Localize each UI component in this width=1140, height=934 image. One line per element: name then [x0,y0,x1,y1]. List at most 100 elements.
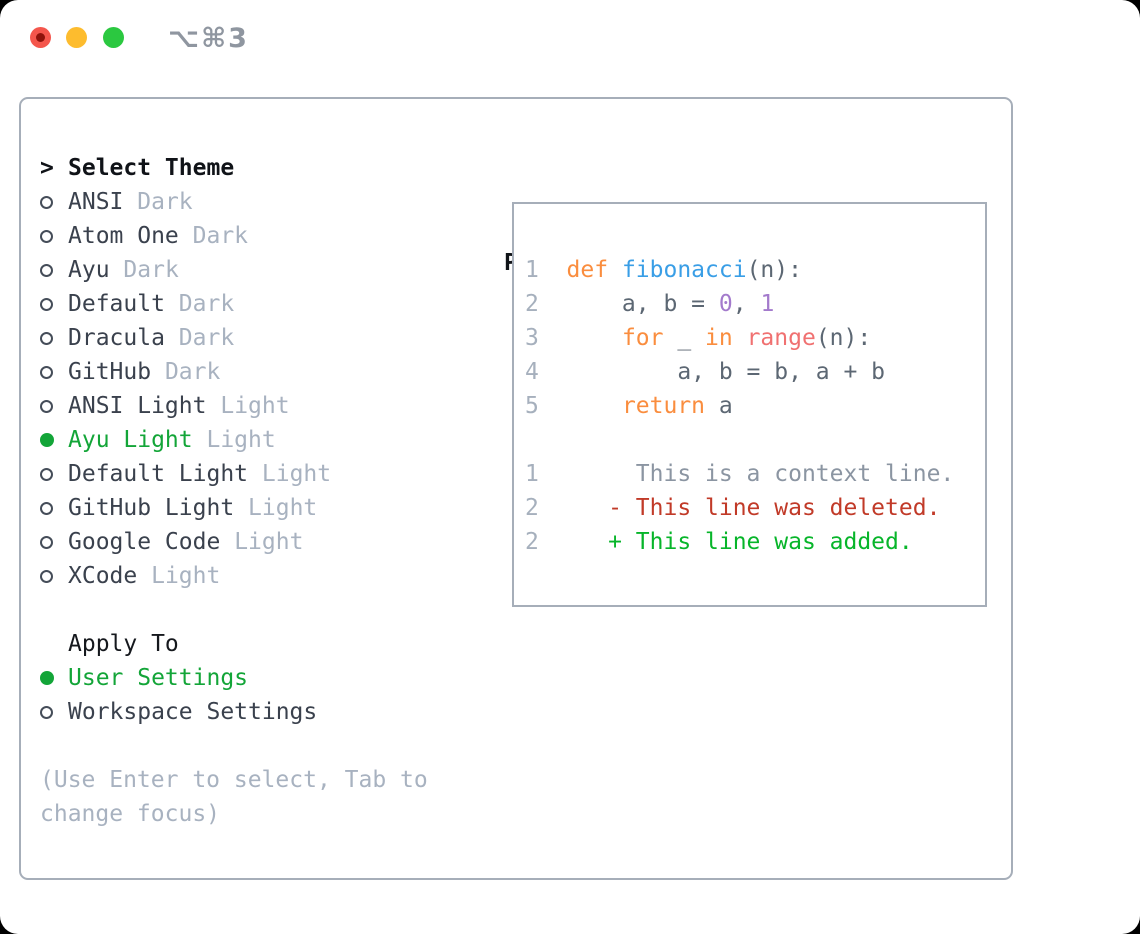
theme-name: Atom One [68,223,179,249]
focus-chevron-icon: > [40,155,54,181]
theme-option-ansi-dark[interactable]: ANSI Dark [40,185,428,219]
diff-context-line: 1 This is a context line. [525,457,954,491]
diff-context-text: This is a context line. [566,461,955,487]
theme-option-default-light[interactable]: Default Light Light [40,457,428,491]
code-line: 4 a, b = b, a + b [525,355,954,389]
theme-option-xcode-light[interactable]: XCode Light [40,559,428,593]
theme-option-github-dark[interactable]: GitHub Dark [40,355,428,389]
titlebar: ⌥⌘3 [0,0,1140,76]
theme-option-default-dark[interactable]: Default Dark [40,287,428,321]
spacer [40,729,428,763]
preview-code: 1 def fibonacci(n): 2 a, b = 0, 1 3 for … [525,253,954,559]
line-number: 5 [525,393,567,419]
radio-selected-icon [40,671,54,685]
keyboard-hint-line-2: change focus) [40,801,221,827]
theme-name: Dracula [68,325,165,351]
code-token [567,393,622,419]
radio-icon [40,399,53,413]
theme-name: Ayu [68,257,110,283]
radio-icon [40,705,53,719]
theme-variant: Dark [137,189,193,215]
theme-name: GitHub Light [68,495,235,521]
code-preview-box: 1 def fibonacci(n): 2 a, b = 0, 1 3 for … [512,202,987,607]
radio-icon [40,535,53,549]
keyboard-hint-line-1: (Use Enter to select, Tab to [40,767,428,793]
theme-option-google-code-light[interactable]: Google Code Light [40,525,428,559]
theme-name: ANSI [68,189,124,215]
select-theme-header: >Select Theme [40,151,428,185]
line-number: 1 [525,461,567,487]
radio-icon [40,467,53,481]
code-token: (n): [746,257,802,283]
code-token [567,325,622,351]
code-token: a, b = b, a + b [566,359,886,385]
code-token: , [732,291,761,317]
code-token: a [718,393,733,419]
radio-icon [40,195,53,209]
line-number: 2 [525,529,567,555]
radio-icon [40,569,53,583]
code-token: fibonacci [621,257,747,283]
apply-to-label: Apply To [68,631,179,657]
close-button[interactable] [30,27,51,48]
theme-variant: Dark [178,325,235,351]
theme-option-github-light[interactable]: GitHub Light Light [40,491,428,525]
theme-name: Ayu Light [68,427,193,453]
code-line: 2 a, b = 0, 1 [525,287,954,321]
line-number: 2 [525,495,567,521]
apply-option-workspace-settings[interactable]: Workspace Settings [40,695,428,729]
code-token: return [621,393,719,419]
code-token: range [746,325,816,351]
theme-name: XCode [68,563,138,589]
diff-deleted-line: 2 - This line was deleted. [525,491,954,525]
theme-name: Default [68,291,165,317]
radio-icon [40,331,53,345]
diff-added-text: + This line was added. [566,529,913,555]
code-token: a, b = [566,291,719,317]
spacer [40,593,428,627]
theme-option-ansi-light[interactable]: ANSI Light Light [40,389,428,423]
radio-selected-icon [40,433,54,447]
code-line: 5 return a [525,389,954,423]
theme-option-atom-one-dark[interactable]: Atom One Dark [40,219,428,253]
code-line-blank [525,423,954,457]
theme-picker-panel: >Select Theme ANSI Dark Atom One Dark Ay… [19,97,1013,880]
zoom-button[interactable] [103,27,124,48]
code-token: def [566,257,622,283]
radio-icon [40,263,53,277]
apply-to-header: Apply To [40,627,428,661]
theme-variant: Light [234,529,304,555]
line-number: 1 [525,257,567,283]
apply-option-label: Workspace Settings [68,699,318,725]
diff-deleted-text: - This line was deleted. [566,495,941,521]
code-token: (n): [815,325,872,351]
theme-option-dracula-dark[interactable]: Dracula Dark [40,321,428,355]
theme-variant: Dark [123,257,179,283]
theme-variant: Light [206,427,276,453]
radio-icon [40,229,53,243]
apply-option-label: User Settings [68,665,249,691]
theme-option-ayu-light[interactable]: Ayu Light Light [40,423,428,457]
code-line: 3 for _ in range(n): [525,321,954,355]
code-token: in [705,325,747,351]
radio-icon [40,365,53,379]
line-number: 3 [525,325,567,351]
theme-name: ANSI Light [68,393,207,419]
theme-variant: Dark [178,291,235,317]
code-token: for [621,325,664,351]
theme-name: GitHub [68,359,152,385]
theme-option-ayu-dark[interactable]: Ayu Dark [40,253,428,287]
theme-variant: Light [261,461,332,487]
theme-variant: Light [248,495,318,521]
theme-variant: Dark [164,359,221,385]
radio-icon [40,297,53,311]
theme-variant: Dark [192,223,249,249]
radio-icon [40,501,53,515]
window-shortcut-label: ⌥⌘3 [168,23,249,54]
diff-added-line: 2 + This line was added. [525,525,954,559]
apply-option-user-settings[interactable]: User Settings [40,661,428,695]
minimize-button[interactable] [66,27,87,48]
code-line: 1 def fibonacci(n): [525,253,954,287]
theme-variant: Light [220,393,290,419]
